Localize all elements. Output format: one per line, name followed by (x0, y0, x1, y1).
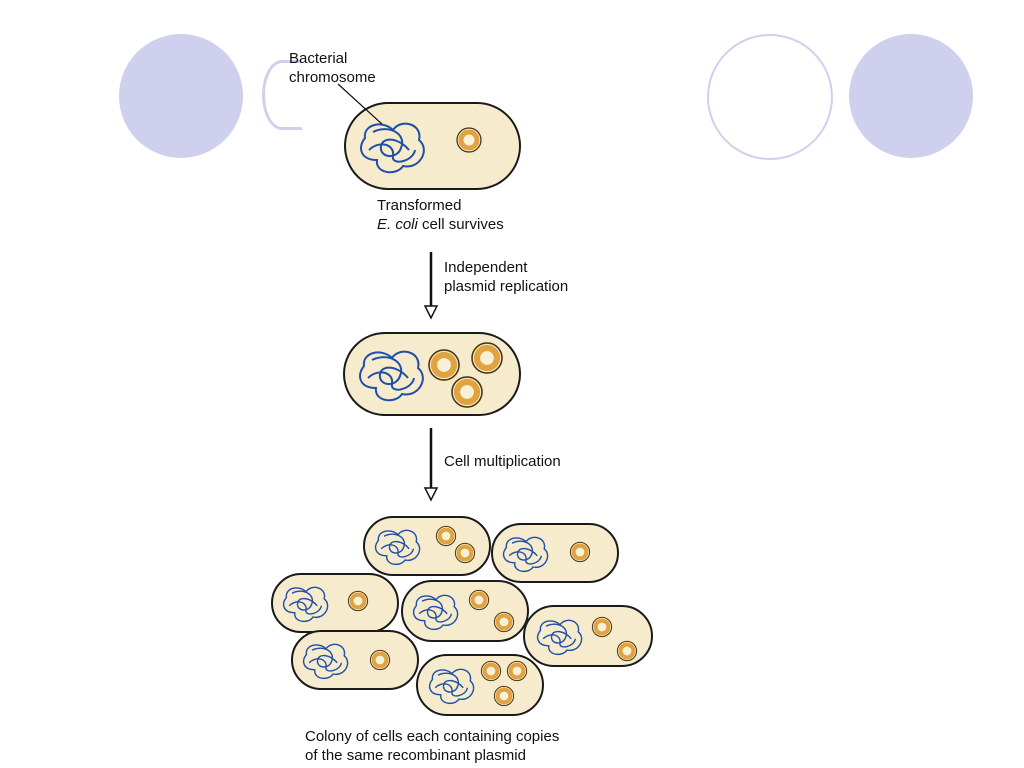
decor-circle-right (849, 34, 973, 158)
species-name: E. coli (377, 216, 418, 233)
transformed-cell-label: Transformed E. coli cell survives (377, 197, 504, 233)
colony-cell (363, 516, 491, 576)
plasmid (452, 377, 482, 407)
step-cell-multiplication-label: Cell multiplication (444, 453, 561, 470)
cell-replicated (343, 332, 521, 416)
colony-cell (491, 523, 619, 583)
colony-cell (291, 630, 419, 690)
cell-transformed (344, 102, 521, 190)
colony (271, 516, 653, 716)
colony-caption: Colony of cells each containing copies o… (305, 728, 560, 764)
arrow-2-head (423, 487, 439, 502)
bacterial-chromosome-label: Bacterial chromosome (289, 50, 376, 86)
chromosome-pointer-line (337, 83, 383, 125)
cell-body (344, 102, 521, 190)
plasmid (472, 343, 502, 373)
decor-circle-left-partial (262, 60, 302, 130)
step-plasmid-replication-label: Independent plasmid replication (444, 259, 569, 295)
arrow-1-head (423, 305, 439, 320)
colony-cell (523, 605, 653, 667)
plasmid (429, 350, 459, 380)
decor-circle-left (119, 34, 243, 158)
colony-cell (416, 654, 544, 716)
plasmid (457, 128, 481, 152)
decor-circle-right-outline (707, 34, 833, 160)
colony-cell (401, 580, 529, 642)
colony-cell (271, 573, 399, 633)
